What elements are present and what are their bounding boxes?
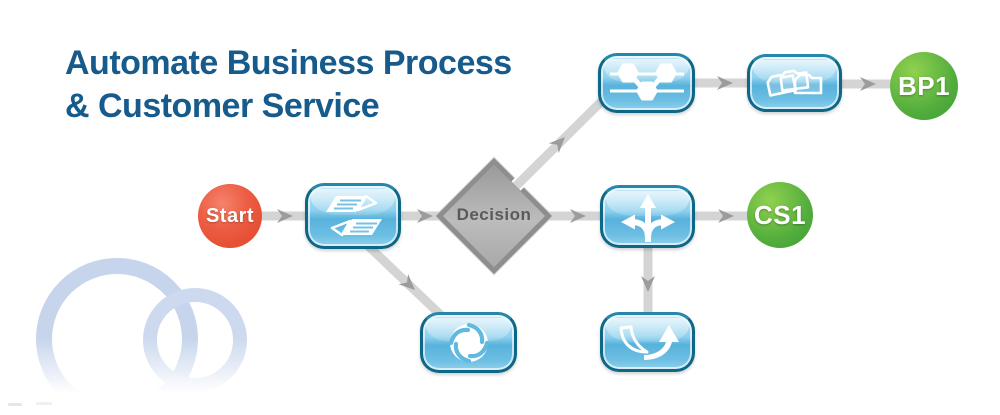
documents-node [305, 183, 401, 249]
start-label: Start [205, 204, 255, 227]
connector-documents-to-vortex [358, 236, 452, 326]
vortex-node [420, 312, 517, 373]
arrowhead [641, 276, 655, 292]
branch-node [600, 185, 695, 248]
page-title: Automate Business Process & Customer Ser… [65, 42, 512, 128]
documents-icon [326, 195, 382, 237]
folders-node [747, 54, 842, 112]
arrowhead [398, 273, 415, 290]
page-flip-arrow-icon [619, 325, 679, 360]
hexagon-network-icon [609, 63, 684, 101]
arrowhead [277, 209, 293, 223]
cloud-dash [8, 403, 22, 406]
arrowhead [717, 76, 733, 90]
page-title-line1: Automate Business Process [65, 44, 512, 82]
decision-label: Decision [456, 205, 532, 224]
vortex-icon [448, 322, 489, 363]
folders-icon [765, 69, 822, 97]
branch-arrows-icon [620, 193, 675, 242]
arrowhead [548, 137, 565, 154]
cs1-label: CS1 [753, 199, 807, 230]
network-node [598, 53, 695, 113]
arrowhead [570, 209, 586, 223]
page-title-line2: & Customer Service [65, 87, 380, 125]
page-flip-node [600, 312, 695, 372]
arrowhead [417, 209, 433, 223]
start-node: Start [198, 184, 262, 248]
cs1-node: CS1 [747, 182, 813, 248]
bp1-label: BP1 [897, 70, 951, 101]
cloud-dash [36, 402, 52, 405]
bp1-node: BP1 [890, 52, 958, 120]
arrowhead [718, 209, 734, 223]
arrowhead [860, 77, 876, 91]
